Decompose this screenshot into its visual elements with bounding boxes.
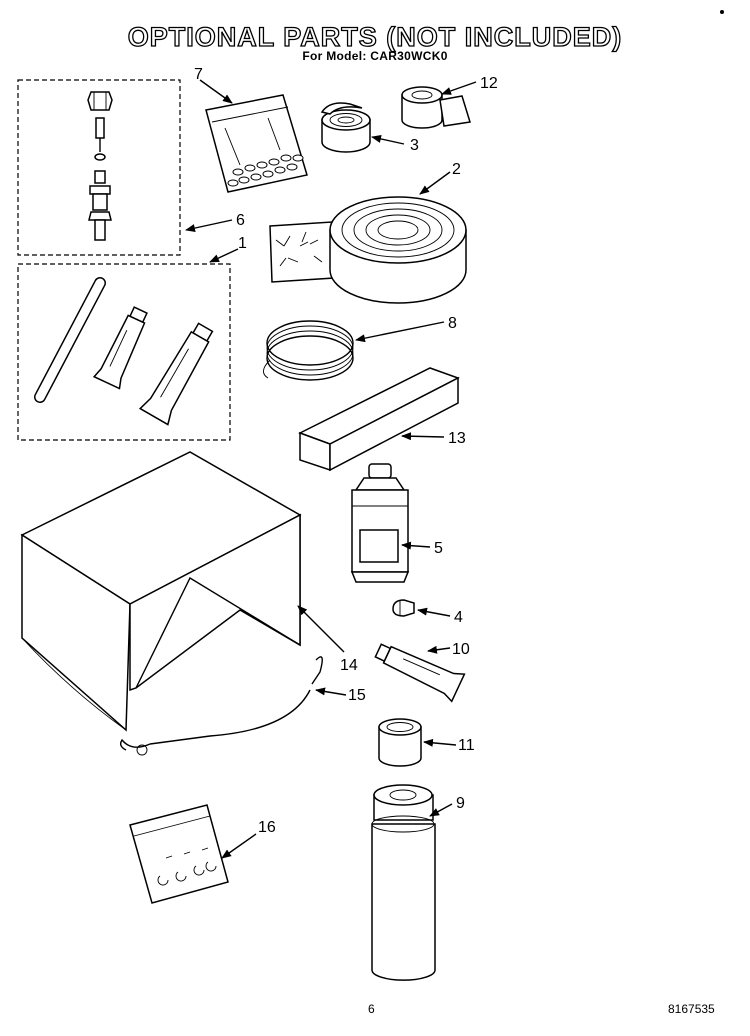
part-14-cover: [20, 451, 302, 732]
part-2-large-tape-roll: [269, 196, 467, 304]
part-8-cord-coil: [263, 320, 354, 381]
part-12-tape-roll: [401, 86, 471, 129]
part-11-drum: [378, 718, 422, 767]
part-10-tube: [374, 643, 466, 703]
part-7-screw-bag: [205, 94, 308, 193]
leader-lines: [185, 79, 477, 859]
callout-14: 14: [340, 657, 358, 674]
part-9-aerosol-can: [371, 784, 436, 981]
document-number: 8167535: [668, 1002, 715, 1016]
callout-4: 4: [454, 609, 463, 626]
callout-11: 11: [458, 737, 475, 754]
callout-6: 6: [236, 212, 245, 229]
part-6-valve-fitting: [17, 79, 181, 256]
part-1-sealant-kit: [17, 263, 231, 441]
page-number: 6: [368, 1002, 375, 1016]
callout-5: 5: [434, 540, 443, 557]
part-16-clip-bag: [129, 804, 229, 904]
callout-16: 16: [258, 819, 276, 836]
part-15-hook-cord: [119, 656, 323, 756]
callout-13: 13: [448, 430, 466, 447]
callout-3: 3: [410, 137, 419, 154]
part-5-bottle: [350, 463, 410, 583]
model-subtitle: For Model: CAR30WCK0: [302, 49, 448, 63]
part-4-nozzle: [392, 599, 415, 617]
callout-9: 9: [456, 795, 465, 812]
callout-1: 1: [238, 235, 247, 252]
callout-8: 8: [448, 315, 457, 332]
part-1-group-box: [17, 263, 231, 441]
part-3-foam-roll: [320, 102, 371, 153]
part-6-group-box: [17, 79, 181, 256]
part-13-foam-strip: [298, 367, 460, 472]
callout-15: 15: [348, 687, 366, 704]
callout-7: 7: [194, 66, 203, 83]
callout-10: 10: [452, 641, 470, 658]
callout-12: 12: [480, 75, 498, 92]
callout-2: 2: [452, 161, 461, 178]
page-title: OPTIONAL PARTS (NOT INCLUDED): [127, 21, 623, 52]
corner-dot: [720, 10, 724, 14]
